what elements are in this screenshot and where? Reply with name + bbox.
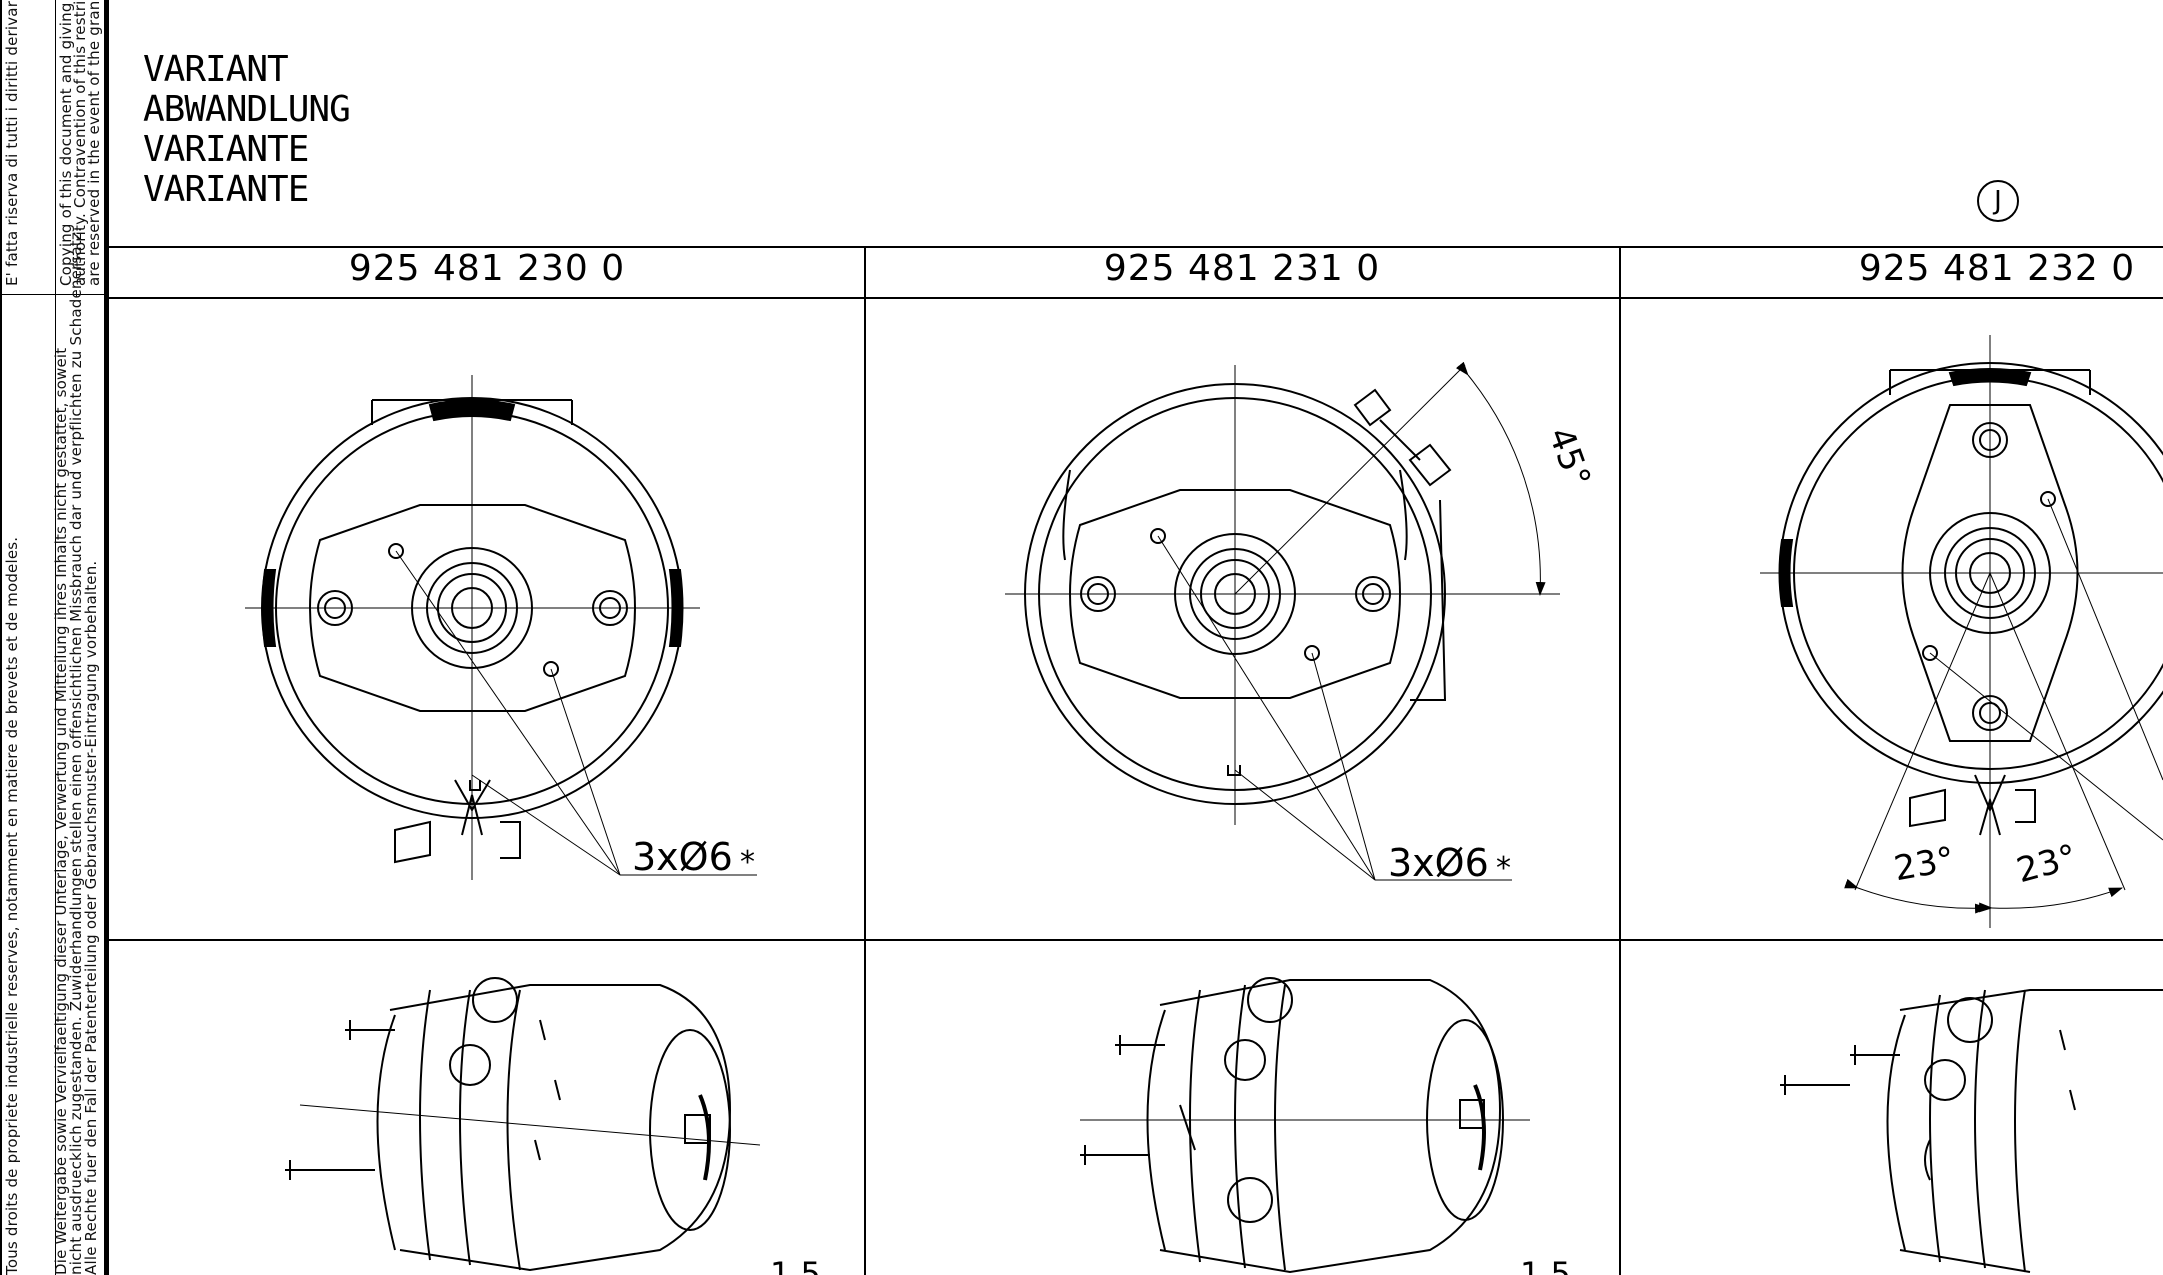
table-header-line — [109, 297, 2163, 299]
bottom-mark-2: 1,5 — [1520, 1255, 1571, 1275]
bottom-mark-1: 1,5 — [770, 1255, 821, 1275]
variant-title-fr: VARIANTE — [143, 129, 309, 170]
angle-label-45: 45° — [1540, 422, 1598, 492]
iso-view-232 — [1780, 989, 2163, 1273]
centerlines-232 — [1760, 335, 2163, 928]
star-mark-230: * — [740, 845, 755, 880]
centerlines-231 — [1005, 361, 1560, 881]
sidebar-separator — [0, 294, 56, 295]
hole-callout-231: 3xØ6 — [1388, 841, 1489, 885]
hole-callout-230: 3xØ6 — [632, 835, 733, 879]
angle-left-23: 23° — [1891, 839, 1957, 889]
variant-title-it: VARIANTE — [143, 169, 309, 210]
part-number-col1: 925 481 230 0 — [348, 248, 626, 289]
centerlines-230 — [245, 375, 757, 880]
table-col-divider — [1619, 246, 1621, 1275]
variant-title-block: VARIANT ABWANDLUNG VARIANTE VARIANTE — [143, 49, 351, 210]
part-number-col3: 925 481 232 0 — [1858, 248, 2136, 289]
front-view-232 — [1778, 362, 2163, 836]
table-col-divider — [864, 246, 866, 1275]
part-number-col2: 925 481 231 0 — [1103, 248, 1381, 289]
star-mark-231: * — [1496, 851, 1511, 886]
variant-title-de: ABWANDLUNG — [143, 89, 351, 130]
sidebar-separator — [56, 294, 105, 295]
revision-marker: J — [1977, 180, 2019, 222]
table-top-line — [109, 246, 2163, 248]
angle-right-23: 23° — [2013, 837, 2082, 891]
variant-title-en: VARIANT — [143, 49, 289, 90]
margin-divider-line — [55, 0, 56, 1275]
iso-view-230 — [285, 977, 732, 1272]
frame-left-border — [104, 0, 109, 1275]
iso-centerline-230 — [299, 1104, 761, 1146]
table-row-line — [109, 939, 2163, 941]
margin-border-line — [0, 0, 2, 1275]
iso-view-231 — [1080, 977, 1504, 1274]
